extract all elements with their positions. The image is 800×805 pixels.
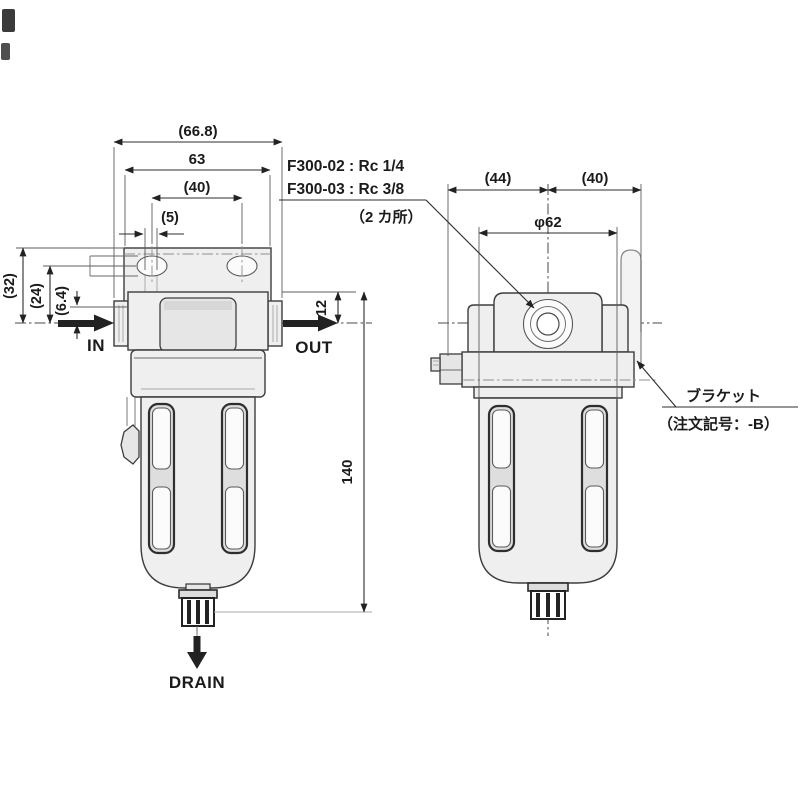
svg-text:(44): (44) (485, 170, 512, 187)
side-port-mid-circle (530, 306, 566, 342)
side-body (467, 292, 629, 353)
side-drain-knob (527, 582, 569, 620)
side-bowl-latch (430, 353, 463, 385)
front-sight-window-right (220, 402, 249, 555)
front-sight-window-left (147, 402, 176, 555)
svg-text:(5): (5) (161, 210, 179, 226)
dim-height-12: 12 (282, 291, 356, 324)
dim-bowl-diameter: φ62 (478, 214, 618, 400)
dim-height-6-4: (6.4) (54, 286, 127, 339)
boss-top-shade (164, 301, 232, 310)
svg-text:(40): (40) (184, 179, 211, 196)
out-port-boss (267, 300, 283, 347)
out-label: OUT (295, 338, 333, 357)
svg-text:(32): (32) (2, 273, 18, 299)
front-bowl-latch (120, 397, 140, 465)
front-body (113, 291, 283, 353)
svg-text:F300-03 : Rc 3/8: F300-03 : Rc 3/8 (287, 181, 405, 198)
svg-text:φ62: φ62 (534, 214, 561, 231)
svg-text:(66.8): (66.8) (178, 123, 217, 140)
drain-flow-arrow (187, 626, 207, 669)
in-port-boss (113, 300, 129, 347)
side-flange-ring (430, 351, 656, 399)
port-callout: F300-02 : Rc 1/4 F300-03 : Rc 3/8 （2 カ所） (279, 158, 535, 309)
svg-text:140: 140 (339, 459, 356, 484)
out-flow-arrow (283, 314, 338, 332)
front-flange-ring (130, 349, 266, 398)
dim-height-140: 140 (214, 291, 372, 613)
dim-overall-width: (66.8) (113, 123, 283, 298)
front-view: DRAIN IN OUT (66.8) 63 (40) (2, 123, 372, 692)
side-bowl (478, 397, 618, 584)
dim-height-24: (24) (29, 265, 136, 324)
svg-text:(24): (24) (29, 283, 45, 309)
svg-text:ブラケット: ブラケット (686, 387, 761, 405)
side-view: (44) (40) φ62 (430, 170, 662, 636)
side-ear-right (601, 304, 629, 353)
side-ear-left (467, 304, 495, 353)
drain-label: DRAIN (169, 673, 225, 692)
svg-text:(40): (40) (582, 170, 609, 187)
dim-side-44: (44) (447, 170, 549, 356)
in-flow-arrow (58, 314, 114, 332)
port-callout-leader (425, 199, 535, 309)
scan-artifact (1, 9, 15, 60)
bracket-callout: ブラケット （注文記号：-B） (636, 360, 798, 433)
side-port-inner-circle (536, 312, 560, 336)
dim-slot-pitch: (40) (151, 179, 243, 244)
side-sight-window-right (580, 404, 609, 553)
svg-text:(6.4): (6.4) (54, 286, 70, 316)
front-bowl (120, 396, 256, 589)
dim-side-40: (40) (547, 170, 642, 332)
svg-text:（2 カ所）: （2 カ所） (350, 208, 423, 226)
bracket-callout-leader (636, 360, 677, 408)
dim-height-32: (32) (2, 247, 123, 324)
in-label: IN (87, 336, 105, 355)
svg-text:12: 12 (314, 300, 330, 316)
svg-text:63: 63 (189, 151, 206, 168)
dim-offset-5: (5) (119, 210, 184, 270)
svg-text:（注文記号：-B）: （注文記号：-B） (658, 415, 779, 433)
front-drain-knob (178, 583, 218, 627)
side-sight-window-left (487, 404, 516, 553)
svg-text:F300-02 : Rc 1/4: F300-02 : Rc 1/4 (287, 158, 405, 175)
